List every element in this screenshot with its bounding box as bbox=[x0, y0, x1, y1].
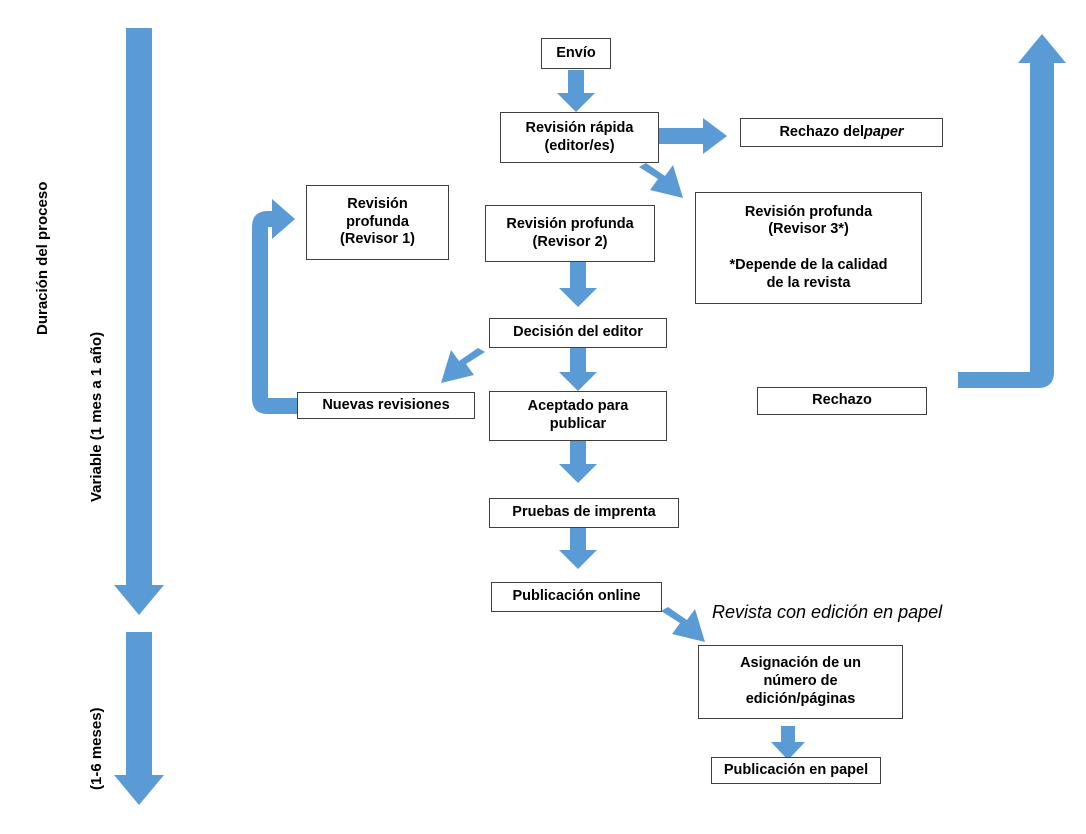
axis-label-duracion: Duración del proceso bbox=[34, 181, 51, 335]
node-rechazo[interactable]: Rechazo bbox=[757, 387, 927, 415]
annotation-revista-papel: Revista con edición en papel bbox=[712, 602, 943, 622]
arrow-revision-rapida-to-revisor3 bbox=[639, 163, 683, 198]
axis-label-meses: (1-6 meses) bbox=[88, 707, 105, 790]
arrow-pruebas-to-publicacion-online bbox=[559, 528, 597, 569]
arrow-online-to-asignacion bbox=[661, 607, 705, 642]
axis-label-variable: Variable (1 mes a 1 año) bbox=[88, 331, 105, 502]
timeline-arrow-variable bbox=[114, 28, 164, 615]
arrow-aceptado-to-pruebas bbox=[559, 441, 597, 483]
timeline-arrow-meses bbox=[114, 632, 164, 805]
node-revision-rapida[interactable]: Revisión rápida (editor/es) bbox=[500, 112, 659, 163]
arrow-revision-rapida-to-rechazo-paper bbox=[658, 118, 727, 154]
node-envio[interactable]: Envío bbox=[541, 38, 611, 69]
node-rechazo-paper[interactable]: Rechazo del paper bbox=[740, 118, 943, 147]
arrow-revisor2-to-decision bbox=[559, 262, 597, 307]
arrow-envio-to-revision-rapida bbox=[557, 70, 595, 112]
node-publicacion-online[interactable]: Publicación online bbox=[491, 582, 662, 612]
rechazo-paper-text-plain: Rechazo del bbox=[779, 123, 865, 140]
node-asignacion[interactable]: Asignación de un número de edición/págin… bbox=[698, 645, 903, 719]
arrow-loop-nuevas-to-revisor1 bbox=[252, 199, 297, 414]
node-pruebas-imprenta[interactable]: Pruebas de imprenta bbox=[489, 498, 679, 528]
node-publicacion-papel[interactable]: Publicación en papel bbox=[711, 757, 881, 784]
rechazo-paper-text-italic: paper bbox=[864, 123, 904, 140]
arrow-rechazo-return-loop bbox=[958, 34, 1066, 414]
node-revisor2[interactable]: Revisión profunda (Revisor 2) bbox=[485, 205, 655, 262]
arrow-asignacion-to-papel bbox=[771, 726, 805, 760]
node-revisor3[interactable]: Revisión profunda (Revisor 3*) *Depende … bbox=[695, 192, 922, 304]
node-revisor1[interactable]: Revisión profunda (Revisor 1) bbox=[306, 185, 449, 260]
arrow-decision-to-nuevas-revisiones bbox=[441, 348, 485, 383]
arrow-decision-to-aceptado bbox=[559, 348, 597, 391]
node-decision-editor[interactable]: Decisión del editor bbox=[489, 318, 667, 348]
node-aceptado[interactable]: Aceptado para publicar bbox=[489, 391, 667, 441]
node-nuevas-revisiones[interactable]: Nuevas revisiones bbox=[297, 392, 475, 419]
